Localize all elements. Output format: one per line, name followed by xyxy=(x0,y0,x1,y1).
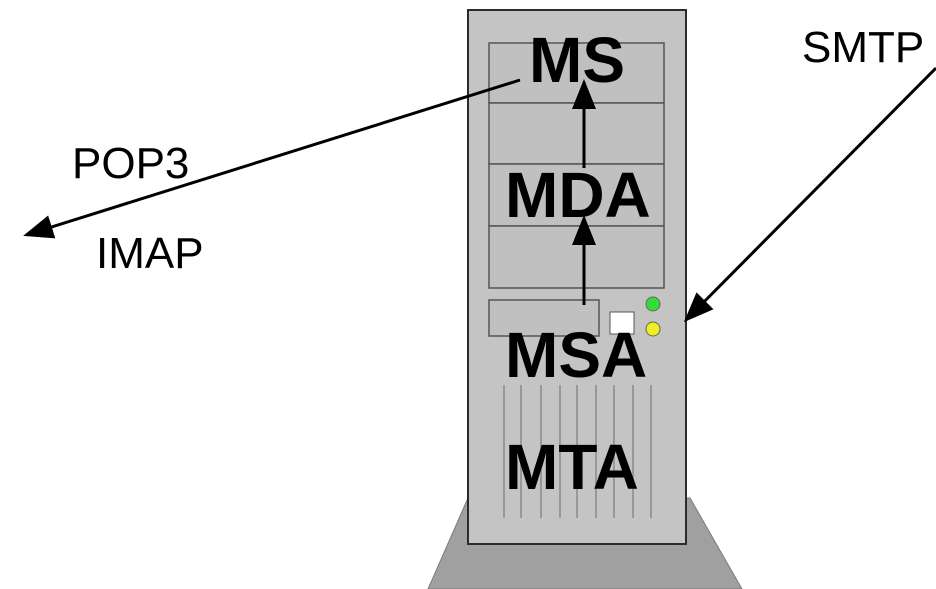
yellow-led xyxy=(645,321,661,337)
vent-grille xyxy=(503,385,652,518)
label-mta: MTA xyxy=(505,431,639,503)
label-imap: IMAP xyxy=(96,229,204,278)
label-ms: MS xyxy=(529,24,625,96)
label-smtp: SMTP xyxy=(802,23,924,72)
label-msa: MSA xyxy=(505,319,647,391)
floppy-slot xyxy=(488,299,600,337)
green-led xyxy=(645,296,661,312)
label-pop3: POP3 xyxy=(72,139,189,188)
drive-bay-4 xyxy=(488,225,665,289)
arrow-smtp-incoming xyxy=(683,66,936,323)
arrow-ms-to-client xyxy=(23,78,521,239)
power-button xyxy=(609,311,635,335)
drive-bay-2 xyxy=(488,102,665,165)
label-mda: MDA xyxy=(505,159,651,231)
